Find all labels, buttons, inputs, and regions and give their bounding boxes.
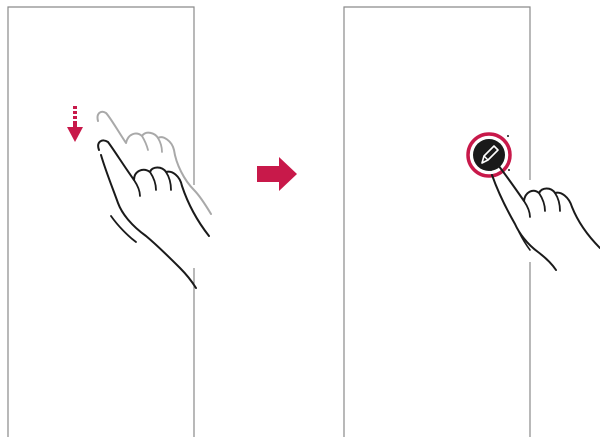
phone-outline-left xyxy=(8,7,194,437)
pen-button-base xyxy=(473,139,505,171)
next-step-arrow-icon xyxy=(257,157,297,191)
swiping-hand-icon xyxy=(98,140,209,288)
tapping-hand-icon xyxy=(490,163,600,270)
sparkle-dot-icon xyxy=(508,169,510,171)
swipe-down-arrow-icon xyxy=(67,106,83,142)
phone-screen-right xyxy=(344,7,530,437)
sparkle-dot-icon xyxy=(507,135,509,137)
phone-outline-right xyxy=(344,7,530,437)
pen-button[interactable] xyxy=(468,134,510,176)
phone-screen-left xyxy=(8,7,194,437)
